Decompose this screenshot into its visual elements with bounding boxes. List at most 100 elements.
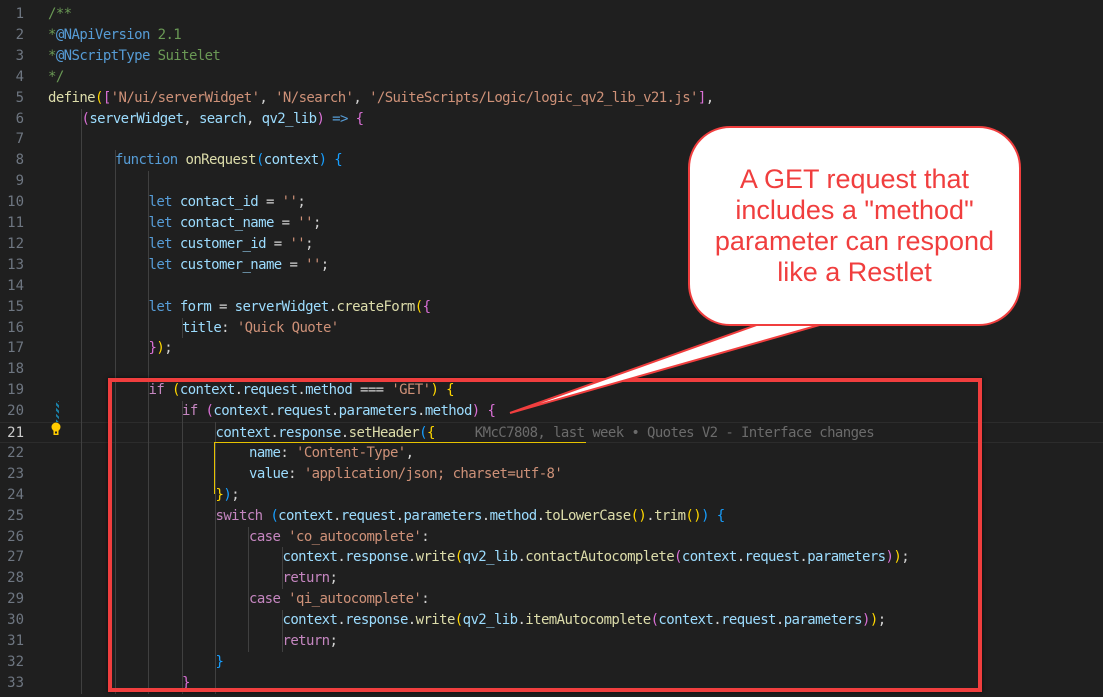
code-text: case 'co_autocomplete': xyxy=(249,528,430,545)
code-text: }); xyxy=(215,486,240,503)
git-modified-marker[interactable] xyxy=(56,401,59,423)
line-number: 3 xyxy=(15,47,24,64)
indent-guide xyxy=(282,547,283,590)
line-number: 10 xyxy=(7,194,24,211)
code-line[interactable]: 5 define(['N/ui/serverWidget', 'N/search'… xyxy=(0,88,1103,109)
indent-guide xyxy=(81,108,82,694)
indent-guide xyxy=(182,317,183,339)
line-number: 2 xyxy=(15,26,24,43)
line-number: 4 xyxy=(15,68,24,85)
code-line[interactable]: 33} xyxy=(0,673,1103,694)
code-line[interactable]: 4*/ xyxy=(0,67,1103,88)
code-line[interactable]: 29 case 'qi_autocomplete': xyxy=(0,589,1103,610)
line-number: 20 xyxy=(7,403,24,420)
code-line[interactable]: 2*@NApiVersion 2.1 xyxy=(0,25,1103,46)
code-line[interactable]: 10 let contact_id = ''; xyxy=(0,192,1103,213)
line-number: 8 xyxy=(15,152,24,169)
code-line[interactable]: 16 title: 'Quick Quote' xyxy=(0,318,1103,339)
line-number: 12 xyxy=(7,235,24,252)
line-number: 23 xyxy=(7,465,24,482)
annotation-callout: A GET request that includes a "method" p… xyxy=(688,126,1021,326)
indent-guide xyxy=(248,526,249,652)
line-number: 5 xyxy=(15,89,24,106)
code-line[interactable]: 32} xyxy=(0,652,1103,673)
code-line[interactable]: 7 xyxy=(0,129,1103,150)
code-line[interactable]: 27 context.response.write(qv2_lib.contact… xyxy=(0,547,1103,568)
code-text: define(['N/ui/serverWidget', 'N/search',… xyxy=(48,89,714,106)
line-number: 25 xyxy=(7,507,24,524)
indent-guide xyxy=(148,171,149,694)
line-number: 32 xyxy=(7,653,24,670)
code-text: value: 'application/json; charset=utf-8' xyxy=(249,465,563,482)
bracket-pair-guide-vertical xyxy=(214,442,216,494)
line-number: 9 xyxy=(15,173,24,190)
code-line[interactable]: 19 if (context.request.method === 'GET') … xyxy=(0,380,1103,401)
code-line[interactable]: 9 xyxy=(0,171,1103,192)
code-text: return; xyxy=(282,570,338,587)
code-line[interactable]: 22 name: 'Content-Type', xyxy=(0,443,1103,464)
lightbulb-icon[interactable] xyxy=(50,422,62,436)
code-text: } xyxy=(215,653,224,670)
git-blame-annotation[interactable]: KMcC7808, last week • Quotes V2 - Interf… xyxy=(474,425,875,441)
code-text: let contact_id = ''; xyxy=(148,194,306,211)
line-number: 11 xyxy=(7,215,24,231)
code-text: context.response.write(qv2_lib.contactAu… xyxy=(282,549,910,566)
indent-guide xyxy=(282,610,283,652)
code-text: case 'qi_autocomplete': xyxy=(249,591,430,608)
line-number: 15 xyxy=(7,298,24,315)
code-text: } xyxy=(182,674,190,691)
indent-guide xyxy=(215,422,216,694)
code-line[interactable]: 1/** xyxy=(0,4,1103,25)
code-line[interactable]: 24}); xyxy=(0,485,1103,506)
code-text: (serverWidget, search, qv2_lib) => { xyxy=(81,110,365,127)
line-number: 16 xyxy=(7,319,24,336)
bracket-pair-guide xyxy=(214,442,586,443)
code-line[interactable]: 15 let form = serverWidget.createForm({ xyxy=(0,297,1103,318)
code-line[interactable]: 17}); xyxy=(0,338,1103,359)
line-number: 14 xyxy=(7,277,24,294)
code-line[interactable]: 6 (serverWidget, search, qv2_lib) => { xyxy=(0,109,1103,130)
callout-text: A GET request that includes a "method" p… xyxy=(714,164,995,287)
line-number: 7 xyxy=(15,131,24,148)
code-text: switch (context.request.parameters.metho… xyxy=(215,507,726,524)
line-number: 29 xyxy=(7,591,24,608)
line-number: 19 xyxy=(7,382,24,399)
code-text: if (context.request.method === 'GET') { xyxy=(148,382,455,399)
line-number: 17 xyxy=(7,340,24,357)
code-line[interactable]: 26 case 'co_autocomplete': xyxy=(0,527,1103,548)
line-number: 33 xyxy=(7,674,24,691)
line-number: 31 xyxy=(7,633,24,649)
code-text: title: 'Quick Quote' xyxy=(182,319,339,336)
code-text: }); xyxy=(148,340,173,357)
indent-guide xyxy=(115,150,116,694)
line-number: 22 xyxy=(7,444,24,461)
code-text: context.response.setHeader({KMcC7808, la… xyxy=(215,425,875,441)
code-text: *@NScriptType Suitelet xyxy=(48,47,221,64)
line-number: 30 xyxy=(7,612,24,629)
code-line[interactable]: 23 value: 'application/json; charset=utf-… xyxy=(0,464,1103,485)
code-line[interactable]: 18 xyxy=(0,359,1103,380)
code-text: let customer_id = ''; xyxy=(148,235,314,252)
line-number: 26 xyxy=(7,528,24,545)
code-line[interactable]: 25 switch (context.request.parameters.met… xyxy=(0,506,1103,527)
code-text: let form = serverWidget.createForm({ xyxy=(148,298,432,315)
line-number: 27 xyxy=(7,549,24,566)
code-line[interactable]: 3 *@NScriptType Suitelet xyxy=(0,46,1103,67)
code-text: name: 'Content-Type', xyxy=(249,444,414,461)
code-line[interactable]: 12 let customer_id = ''; xyxy=(0,234,1103,255)
indent-guide xyxy=(182,401,183,694)
line-number: 24 xyxy=(7,486,24,503)
line-number: 18 xyxy=(7,361,24,378)
line-number: 6 xyxy=(15,110,24,127)
code-line[interactable]: 14 xyxy=(0,276,1103,297)
